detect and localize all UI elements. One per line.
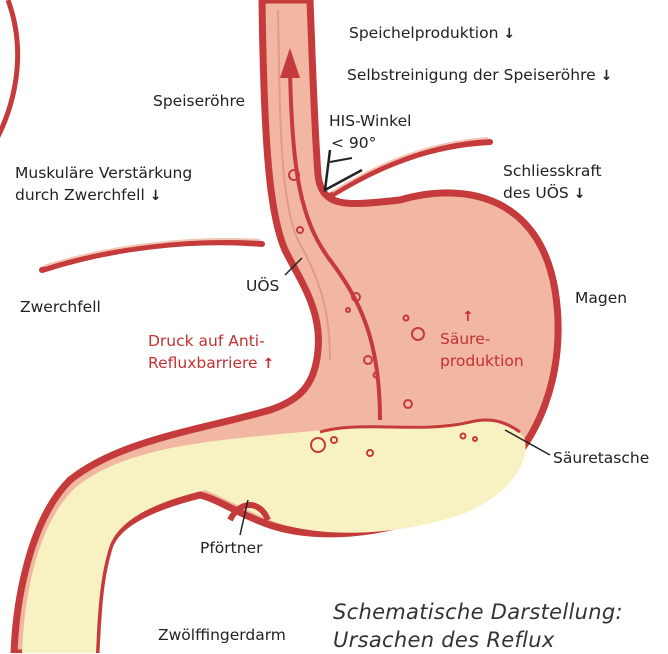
label-zwoelffingerdarm: Zwölffingerdarm: [158, 624, 286, 646]
label-magen: Magen: [575, 287, 627, 309]
label-his-winkel: HIS-Winkel: [329, 110, 411, 132]
caption-line-1: Schematische Darstellung:: [333, 598, 623, 626]
label-uoes: UÖS: [246, 275, 279, 297]
label-pfoertner: Pförtner: [200, 537, 262, 559]
label-zwerchfell: Zwerchfell: [20, 296, 101, 318]
caption-line-2: Ursachen des Reflux: [333, 626, 623, 654]
label-speichelproduktion: Speichelproduktion ↓: [349, 22, 515, 45]
diagram-caption: Schematische Darstellung: Ursachen des R…: [333, 598, 623, 654]
label-muskulaere-verstaerkung: Muskuläre Verstärkung durch Zwerchfell ↓: [15, 162, 192, 207]
label-his-value: < 90°: [331, 132, 376, 154]
corner-circle-arc: [0, 0, 18, 150]
label-saeuretasche: Säuretasche: [553, 447, 649, 469]
diaphragm-left: [42, 242, 262, 270]
label-selbstreinigung: Selbstreinigung der Speiseröhre ↓: [347, 64, 612, 87]
label-druck-antireflux: Druck auf Anti- Refluxbarriere ↑: [148, 330, 274, 375]
label-schliesskraft: Schliesskraft des UÖS ↓: [503, 160, 602, 205]
label-speiseroehre: Speiseröhre: [153, 90, 245, 112]
label-saeureproduktion: ↑ Säure- produktion: [440, 306, 524, 372]
